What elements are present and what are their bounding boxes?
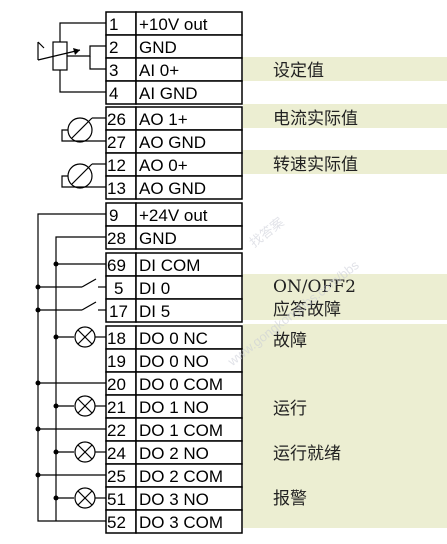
terminal-name: DO 3 COM: [139, 513, 223, 532]
cell-name-52: [135, 509, 243, 534]
potentiometer-circuit: [37, 22, 106, 93]
terminal-number: 25: [107, 467, 126, 486]
terminal-name: AI 0+: [139, 61, 179, 80]
band-ack-fault: [243, 297, 447, 320]
terminal-name: GND: [139, 38, 177, 57]
meter-current-circuit: [61, 117, 106, 143]
terminal-number: 3: [109, 61, 118, 80]
terminal-number: 1: [109, 15, 118, 34]
terminal-numbers: 1 2 3 4 26 27 12 13 9 28 69 5 17 18 19 2…: [107, 15, 128, 532]
band-fault: [243, 324, 447, 393]
terminal-name: DO 2 NO: [139, 444, 209, 463]
terminal-name: DO 0 NC: [139, 329, 208, 348]
terminal-name: AO 1+: [139, 110, 188, 129]
terminal-number: 69: [107, 256, 126, 275]
terminal-number: 17: [109, 302, 128, 321]
terminal-number: 9: [109, 206, 118, 225]
band-ready: [243, 438, 447, 483]
terminal-number: 27: [107, 133, 126, 152]
terminal-number: 20: [107, 375, 126, 394]
relay-outputs: [35, 326, 106, 522]
terminal-name: AO GND: [139, 179, 206, 198]
terminal-number: 18: [107, 329, 126, 348]
function-bands: [243, 57, 447, 528]
terminal-name: AI GND: [139, 84, 198, 103]
terminal-name: DI COM: [139, 256, 200, 275]
meter-speed-circuit: [61, 163, 106, 189]
function-labels: 设定值 电流实际值 转速实际值 ON/OFF2 应答故障 故障 运行 运行就绪 …: [273, 61, 358, 509]
terminal-number: 12: [107, 156, 126, 175]
cell-name-4: [135, 80, 243, 105]
terminal-name: DI 0: [139, 279, 170, 298]
terminal-number: 4: [109, 84, 118, 103]
function-label-fault: 故障: [273, 331, 307, 351]
function-label-run: 运行: [273, 399, 307, 419]
terminal-number: 52: [107, 513, 126, 532]
terminal-name: AO 0+: [139, 156, 188, 175]
terminal-name: AO GND: [139, 133, 206, 152]
function-label-ready: 运行就绪: [273, 444, 341, 464]
terminal-name: DO 1 COM: [139, 421, 223, 440]
function-label-current: 电流实际值: [273, 109, 358, 129]
terminal-name: DO 0 NO: [139, 352, 209, 371]
terminal-number: 26: [107, 110, 126, 129]
terminal-name: +10V out: [139, 15, 208, 34]
terminal-name: DI 5: [139, 302, 170, 321]
terminal-number: 24: [107, 444, 126, 463]
cell-name-17: [135, 298, 243, 323]
terminal-name: DO 1 NO: [139, 398, 209, 417]
terminal-name: DO 2 COM: [139, 467, 223, 486]
function-label-alarm: 报警: [273, 489, 307, 509]
terminal-names: +10V out GND AI 0+ AI GND AO 1+ AO GND A…: [139, 15, 223, 532]
terminal-number: 19: [107, 352, 126, 371]
terminal-number: 28: [107, 229, 126, 248]
terminal-number: 51: [107, 490, 126, 509]
band-alarm: [243, 483, 447, 528]
terminal-table: [105, 11, 243, 534]
terminal-number: 21: [107, 398, 126, 417]
terminal-name: DO 0 COM: [139, 375, 223, 394]
terminal-name: DO 3 NO: [139, 490, 209, 509]
function-label-on-off2: ON/OFF2: [273, 277, 356, 297]
terminal-name: +24V out: [139, 206, 208, 225]
digital-bus: [35, 213, 106, 521]
function-label-setpoint: 设定值: [273, 61, 324, 81]
terminal-name: GND: [139, 229, 177, 248]
band-run: [243, 393, 447, 438]
band-on-off2: [243, 274, 447, 297]
cell-name-28: [135, 225, 243, 250]
cell-name-13: [135, 175, 243, 200]
terminal-number: 2: [109, 38, 118, 57]
function-label-ack-fault: 应答故障: [273, 300, 341, 320]
terminal-number: 13: [107, 179, 126, 198]
watermark-line1: 找答案: [247, 214, 287, 250]
band-current: [243, 104, 447, 128]
band-speed: [243, 150, 447, 174]
terminal-number: 22: [107, 421, 126, 440]
function-label-speed: 转速实际值: [273, 155, 358, 175]
terminal-number: 5: [114, 279, 123, 298]
band-setpoint: [243, 57, 447, 81]
